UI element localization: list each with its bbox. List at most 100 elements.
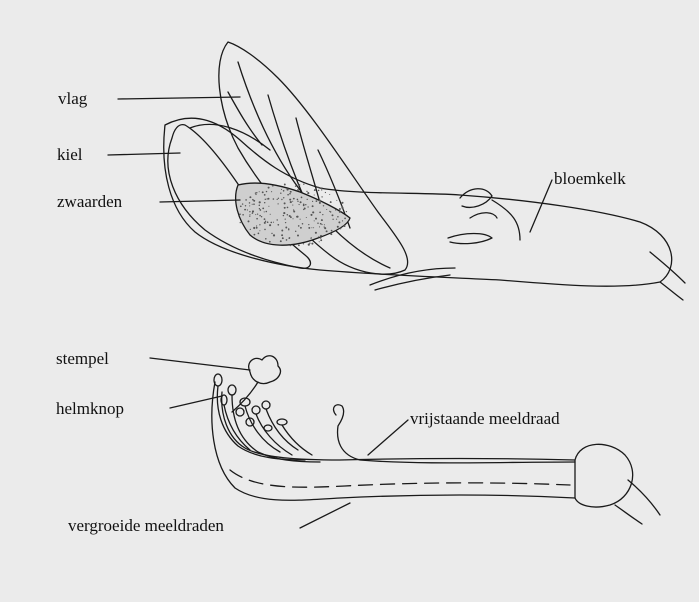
stipple-dot xyxy=(269,241,271,243)
stipple-dot xyxy=(264,202,265,203)
stipple-dot xyxy=(249,202,251,204)
stipple-dot xyxy=(256,218,258,220)
stipple-dot xyxy=(270,214,271,215)
stipple-dot xyxy=(247,209,248,210)
stipple-dot xyxy=(259,208,260,209)
stipple-dot xyxy=(262,207,264,209)
leader-kiel xyxy=(108,153,180,155)
helmknop-anther xyxy=(264,425,272,431)
bloemkelk-tooth xyxy=(470,213,497,218)
stipple-dot xyxy=(292,201,293,202)
stipple-dot xyxy=(330,201,332,203)
stipple-dot xyxy=(298,225,300,227)
stipple-dot xyxy=(336,219,337,220)
stipple-dot xyxy=(252,204,253,205)
stipple-dot xyxy=(340,228,342,230)
stipple-dot xyxy=(284,207,286,209)
stipple-dot xyxy=(320,223,322,225)
label-stempel: stempel xyxy=(56,350,109,367)
stipple-dot xyxy=(256,225,257,226)
stipple-dot xyxy=(300,219,301,220)
staminal-tube-stripe xyxy=(230,470,570,487)
stipple-dot xyxy=(249,205,250,206)
pedicel-lower xyxy=(615,505,642,524)
stipple-dot xyxy=(293,210,295,212)
stipple-dot xyxy=(265,199,266,200)
stipple-dot xyxy=(290,191,292,193)
stipple-dot xyxy=(337,226,339,228)
stipple-dot xyxy=(242,203,243,204)
stipple-dot xyxy=(259,224,260,225)
stipple-dot xyxy=(261,216,262,217)
stipple-dot xyxy=(319,241,320,242)
stipple-dot xyxy=(269,224,271,226)
stipple-dot xyxy=(337,216,339,218)
stipple-dot xyxy=(303,203,305,205)
stipple-dot xyxy=(240,222,241,223)
stipple-dot xyxy=(332,219,333,220)
stipple-dot xyxy=(292,205,293,206)
stipple-dot xyxy=(256,227,258,229)
stipple-dot xyxy=(270,222,272,224)
stipple-dot xyxy=(313,227,314,228)
stipple-dot xyxy=(297,189,299,191)
stipple-dot xyxy=(295,185,296,186)
pedicel xyxy=(650,252,685,283)
stipple-dot xyxy=(289,193,291,195)
stipple-dot xyxy=(331,230,333,232)
stipple-dot xyxy=(288,228,289,229)
pedicel xyxy=(660,282,683,300)
stipple-dot xyxy=(325,192,326,193)
stipple-dot xyxy=(304,208,306,210)
stipple-dot xyxy=(314,194,315,195)
bloemkelk-tooth xyxy=(460,189,492,208)
label-zwaarden: zwaarden xyxy=(57,193,122,210)
leader-vergroeide xyxy=(300,503,350,528)
stipple-dot xyxy=(312,205,314,207)
stipple-dot xyxy=(281,230,283,232)
stipple-dot xyxy=(296,216,298,218)
stipple-dot xyxy=(259,205,261,207)
bloemkelk-tooth xyxy=(448,234,492,244)
stipple-dot xyxy=(262,191,264,193)
stipple-dot xyxy=(319,202,321,204)
stipple-dot xyxy=(281,199,282,200)
stipple-dot xyxy=(316,200,318,202)
stipple-dot xyxy=(249,196,251,198)
helmknop-anther xyxy=(252,406,260,414)
stipple-dot xyxy=(255,194,256,195)
stipple-dot xyxy=(254,234,256,236)
stipple-dot xyxy=(252,210,254,212)
stipple-dot xyxy=(280,240,282,242)
stipple-dot xyxy=(330,233,332,235)
stipple-dot xyxy=(286,239,288,241)
stipple-dot xyxy=(283,197,284,198)
pedicel-lower xyxy=(628,480,660,515)
stipple-dot xyxy=(249,211,250,212)
stipple-dot xyxy=(268,187,270,189)
filament xyxy=(217,386,305,460)
helmknop-anther xyxy=(262,401,270,409)
stipple-dot xyxy=(278,203,279,204)
staminal-tube xyxy=(212,382,575,500)
leader-bloemkelk xyxy=(530,180,552,232)
stipple-dot xyxy=(300,201,302,203)
stipple-dot xyxy=(310,238,311,239)
stipple-dot xyxy=(341,205,342,206)
stipple-dot xyxy=(342,208,344,210)
stipple-dot xyxy=(277,199,278,200)
stipple-dot xyxy=(319,226,320,227)
helmknop-anther xyxy=(228,385,236,395)
stipple-dot xyxy=(311,243,313,245)
label-bloemkelk: bloemkelk xyxy=(554,170,626,187)
stipple-dot xyxy=(292,218,293,219)
label-helmknop: helmknop xyxy=(56,400,124,417)
stipple-dot xyxy=(253,227,255,229)
leader-vrijstaande xyxy=(368,420,408,455)
stipple-dot xyxy=(287,188,289,190)
stipple-dot xyxy=(283,215,284,216)
stipple-dot xyxy=(244,209,246,211)
stipple-dot xyxy=(295,231,296,232)
stipple-dot xyxy=(303,184,304,185)
stipple-dot xyxy=(264,218,266,220)
